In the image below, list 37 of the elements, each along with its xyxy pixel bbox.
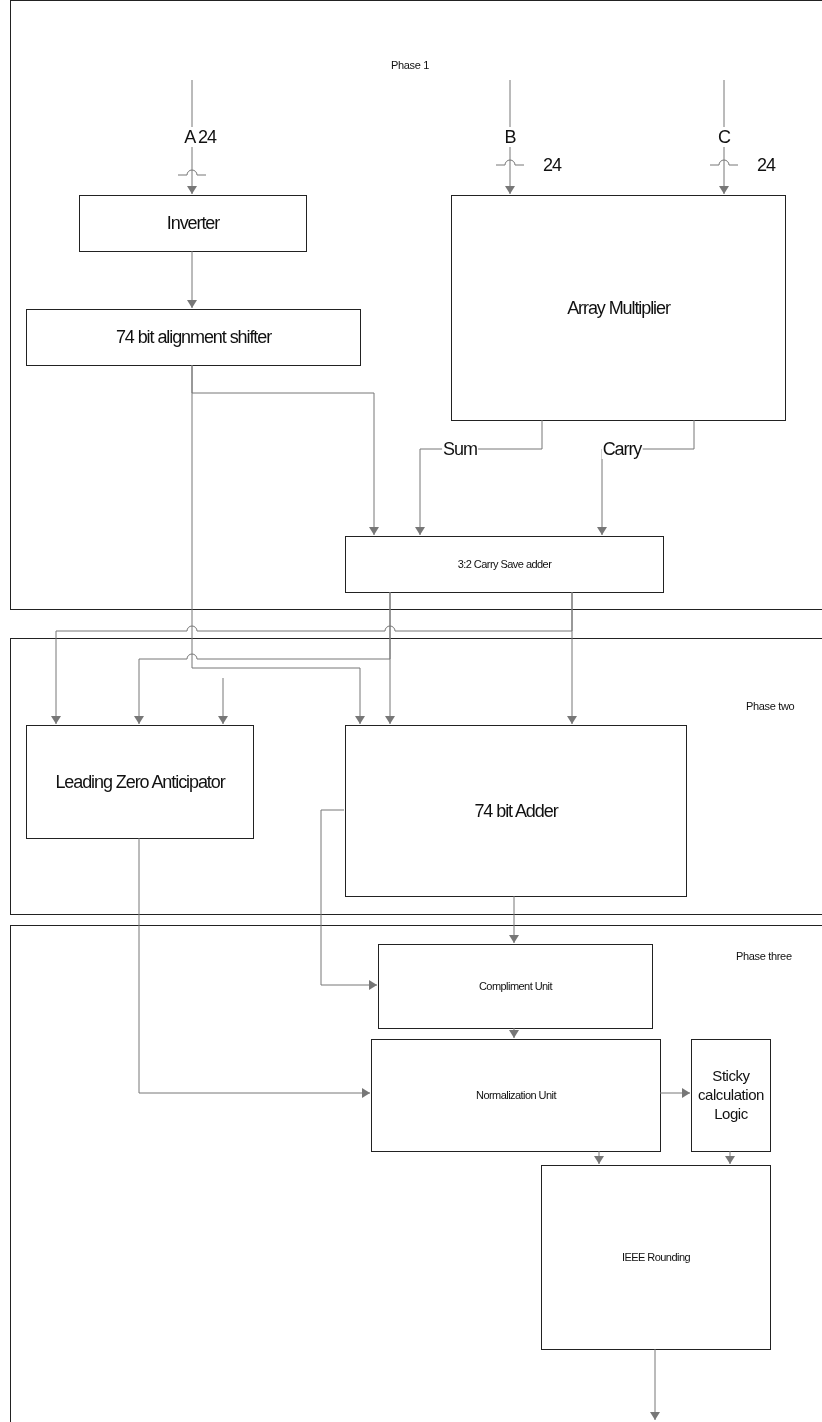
arrow: [187, 250, 197, 309]
block-box: Array Multiplier: [451, 195, 786, 421]
bus-width-label: 24: [543, 155, 561, 175]
bus-width-label: 24: [757, 155, 775, 175]
edge-label: A 24: [183, 127, 217, 147]
arrow: [509, 895, 519, 944]
phase-panel: [10, 638, 822, 915]
block-box: IEEE Rounding: [541, 1165, 771, 1350]
phase-panel: [10, 925, 822, 1422]
arrow: [509, 1027, 519, 1039]
edge-label: C: [717, 127, 731, 147]
arrow: [218, 677, 228, 725]
arrow: [594, 1150, 604, 1165]
block-box: Normalization Unit: [371, 1039, 661, 1152]
block-box: Inverter: [79, 195, 307, 252]
phase-label: Phase 1: [391, 58, 430, 73]
arrow: [138, 837, 371, 1098]
block-box: 74 bit Adder: [345, 725, 687, 897]
arrow: [51, 591, 573, 725]
arrow: [659, 1088, 691, 1098]
edge-label: Carry: [601, 439, 643, 459]
phase-panel: [10, 0, 822, 610]
block-box: Leading Zero Anticipator: [26, 725, 254, 839]
block-box: 74 bit alignment shifter: [26, 309, 361, 366]
phase-label: Phase two: [746, 699, 795, 714]
block-box: 3:2 Carry Save adder: [345, 536, 664, 593]
edge-label: B: [503, 127, 517, 147]
phase-label: Phase three: [736, 949, 792, 964]
arrow: [505, 79, 515, 195]
arrow: [650, 1348, 660, 1421]
block-box: Sticky calculation Logic: [691, 1039, 771, 1152]
arrow: [725, 1150, 735, 1165]
block-box: Compliment Unit: [378, 944, 653, 1029]
arrow: [134, 591, 391, 725]
arrow: [719, 79, 729, 195]
arrow: [191, 364, 365, 725]
arrow: [320, 809, 378, 990]
